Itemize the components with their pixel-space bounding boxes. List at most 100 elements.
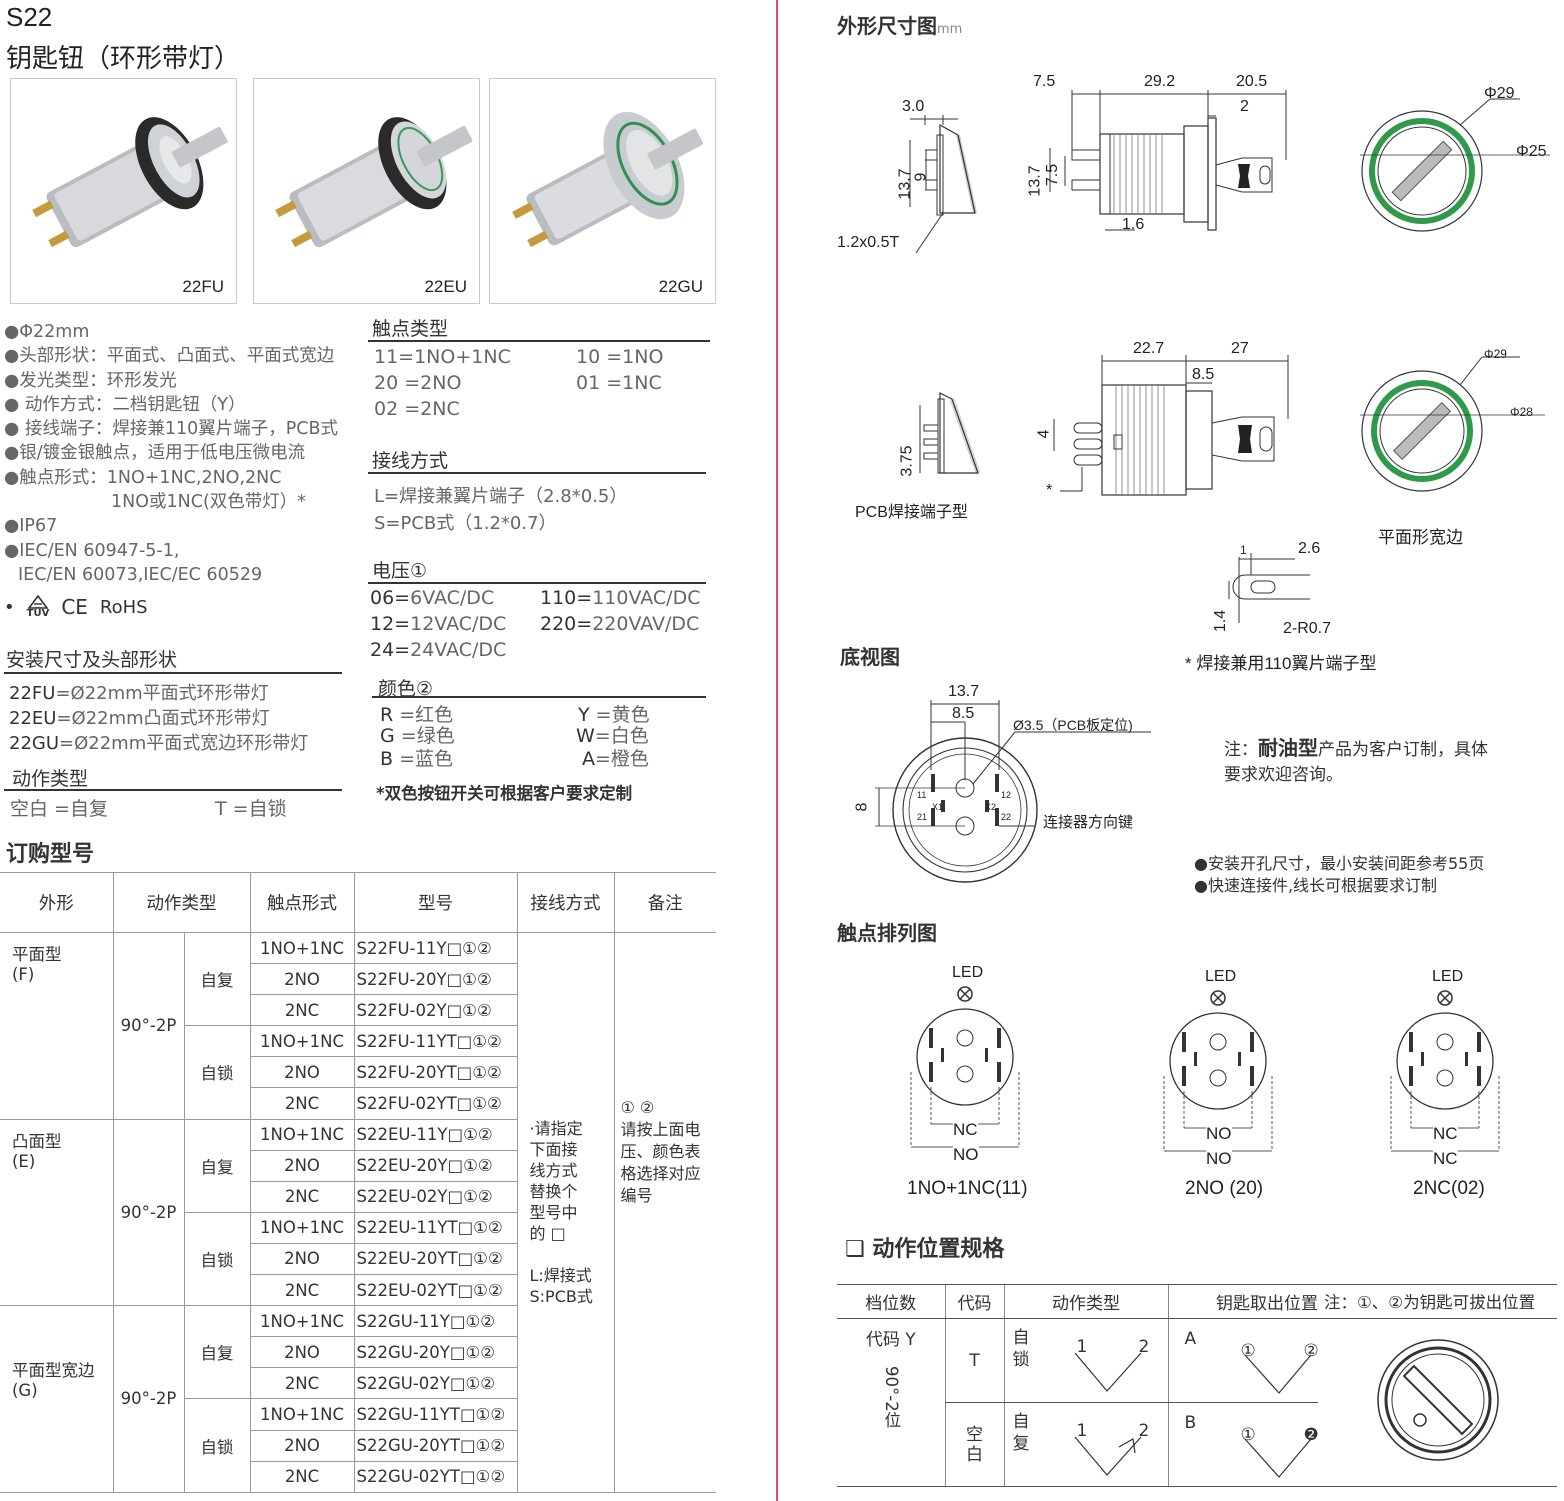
model-cell: S22GU-02Y□①②	[353, 1367, 518, 1400]
divider	[368, 582, 706, 584]
shape-cell: 凸面型 (E)	[0, 1118, 114, 1307]
spec-item: ●Φ22mm	[4, 322, 90, 342]
contact-arr-title: 触点排列图	[837, 921, 937, 945]
pcb-label: PCB焊接端子型	[855, 504, 968, 521]
contact-cell: 2NC	[249, 994, 355, 1027]
model-title: S22	[6, 2, 53, 32]
terminal-side-drawing	[909, 115, 977, 254]
model-cell: S22FU-20Y□①②	[353, 963, 518, 996]
divider	[4, 789, 342, 791]
contact-cell: 2NO	[249, 1429, 355, 1462]
voltage-item: 24=24VAC/DC	[370, 639, 507, 661]
dim-label: Ø3.5（PCB板定位)	[1013, 717, 1133, 733]
custom-note: *双色按钮开关可根据客户要求定制	[376, 784, 633, 803]
main-side-drawing	[1049, 90, 1287, 231]
model-cell: S22EU-11Y□①②	[353, 1118, 518, 1151]
tab-label: * 焊接兼用110翼片端子型	[1185, 654, 1377, 673]
header-model: 型号	[353, 872, 518, 933]
tuv-logo-icon: TÜV	[27, 595, 49, 619]
spec-item: IEC/EN 60073,IEC/EC 60529	[18, 564, 263, 585]
angle-cell: 90°-2P	[112, 1305, 185, 1493]
model-cell: S22FU-20YT□①②	[353, 1056, 518, 1089]
dim-label: 3.0	[902, 98, 925, 115]
dim-label: 1.6	[1122, 216, 1145, 233]
letter: B	[1184, 1413, 1197, 1433]
spec-item: ●IEC/EN 60947-5-1,	[4, 540, 180, 561]
contact-cell: 2NC	[249, 1274, 355, 1307]
model-cell: S22EU-20Y□①②	[353, 1149, 518, 1182]
contact-type-item: 02 =2NC	[374, 398, 460, 420]
voltage-item: 06=6VAC/DC	[370, 587, 495, 609]
contact-cell: 2NO	[249, 1336, 355, 1369]
divider	[4, 672, 342, 674]
dim-label: 4	[1035, 429, 1053, 439]
contact-type-item: 11=1NO+1NC	[374, 346, 511, 368]
spec-item: ●发光类型：环形发光	[4, 370, 177, 391]
angle-cell: 90°-2P	[112, 1118, 185, 1307]
spec-item: ● 动作方式：二档钥匙钮（Y）	[4, 394, 246, 415]
contact-type-item: 01 =1NC	[576, 372, 662, 394]
dim-label: 3.75	[898, 445, 916, 477]
type-text: 自 锁	[1012, 1328, 1030, 1370]
contact-cell: 2NC	[249, 1180, 355, 1213]
model-cell: S22EU-02YT□①②	[353, 1274, 518, 1307]
model-cell: S22GU-11Y□①②	[353, 1305, 518, 1338]
wide-front-drawing	[1360, 356, 1545, 492]
dim-label: 8.5	[952, 705, 975, 722]
key-v-diagram	[1244, 1354, 1311, 1394]
color-item: W=白色	[576, 725, 649, 747]
key-pos-1: ①	[1240, 1341, 1256, 1361]
key-front-cell	[1318, 1318, 1557, 1487]
dim-label: 1	[1240, 543, 1247, 557]
key-pos-2: ②	[1303, 1341, 1319, 1361]
model-cell: S22FU-11YT□①②	[353, 1025, 518, 1058]
mount-item: 22EU=Ø22mm凸面式环形带灯	[9, 708, 270, 729]
diagram-caption: 2NO (20)	[1185, 1178, 1264, 1199]
page-divider	[776, 0, 778, 1501]
return-cell: 自复	[183, 1305, 251, 1400]
wiring-item: S=PCB式（1.2*0.7）	[374, 513, 557, 534]
header-type: 动作类型	[1003, 1284, 1168, 1319]
contact-label: NC	[953, 1120, 978, 1140]
product-name: 钥匙钮（环形带灯）	[6, 44, 241, 74]
pos-2: 2	[1138, 1421, 1150, 1441]
outline-title: 外形尺寸图mm	[837, 14, 963, 38]
contact-cell: 2NC	[249, 1460, 355, 1493]
table-header-row: 档位数 代码 动作类型 钥匙取出位置 注：①、②为钥匙可拔出位置	[837, 1284, 1557, 1319]
dim-label: Φ28	[1510, 405, 1533, 419]
led-label: LED	[952, 964, 984, 981]
dim-label: 13.7	[1026, 165, 1044, 197]
pos-1: 1	[1076, 1337, 1088, 1357]
color-item: Y =黄色	[578, 704, 650, 726]
pin-label: 22	[1001, 812, 1012, 822]
rohs-mark: RoHS	[99, 596, 148, 618]
pos-value-text: 90°-2位	[881, 1366, 901, 1429]
model-cell: S22FU-02Y□①②	[353, 994, 518, 1027]
color-item: G =绿色	[380, 725, 455, 747]
code-cell: T	[944, 1318, 1004, 1403]
header-note: 注：①、②为钥匙可拔出位置	[1318, 1284, 1557, 1319]
spec-item: ● 接线端子：焊接兼110翼片端子，PCB式	[4, 419, 339, 440]
photo-22fu: 22FU	[10, 78, 237, 304]
remark-cell: ① ② 请按上面电 压、颜色表 格选择对应 编号	[613, 932, 716, 1493]
pin-label: 11	[917, 790, 927, 800]
oil-note-line2: 要求欢迎咨询。	[1224, 765, 1343, 785]
header-key: 钥匙取出位置	[1167, 1284, 1318, 1319]
code-y-text: 代码 Y	[865, 1330, 916, 1350]
color-item: B =蓝色	[380, 748, 454, 770]
contact-label: NC	[1433, 1149, 1458, 1169]
contact-type-item: 20 =2NO	[374, 372, 462, 394]
spec-list: ●Φ22mm ●头部形状：平面式、凸面式、平面式宽边 ●发光类型：环形发光 ● …	[4, 320, 354, 587]
order-title: 订购型号	[6, 842, 95, 867]
pcb-main-drawing	[1053, 355, 1289, 496]
header-action: 动作类型	[112, 872, 251, 933]
header-pos: 档位数	[837, 1284, 945, 1319]
type-cell: 自 锁 1 2	[1003, 1318, 1168, 1403]
key-v-diagram	[1244, 1438, 1311, 1478]
